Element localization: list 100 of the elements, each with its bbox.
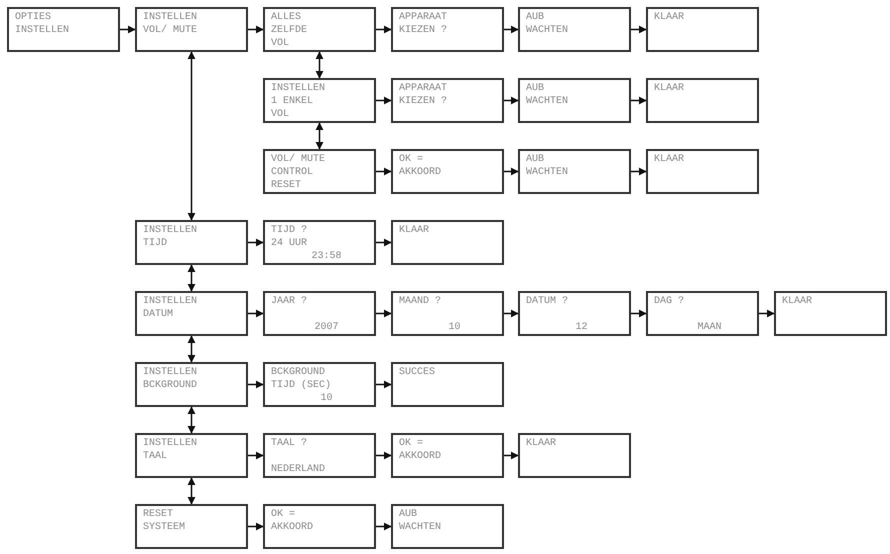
screen-text: WACHTEN [526,166,570,179]
screen-text: KLAAR [526,437,558,450]
screen-text: 2007 [313,321,340,334]
screen-box [518,291,631,336]
arrow [376,26,392,34]
arrow [188,51,196,221]
screen-text: 10 [319,392,334,405]
screen-text: TAAL [143,450,168,463]
screen-text: ALLES [271,11,302,24]
screen-text: TIJD [143,237,168,250]
screen-box [391,433,504,478]
arrow [376,310,392,318]
arrow [248,26,264,34]
screen-text: KLAAR [782,295,814,308]
screen-box [263,362,376,407]
arrow [631,26,647,34]
screen-text: KIEZEN ? [399,24,448,37]
screen-box [263,220,376,265]
screen-text: KIEZEN ? [399,95,448,108]
arrow [120,26,136,34]
screen-text: INSTELLEN [143,437,198,450]
arrow [188,335,196,363]
arrow [504,96,519,104]
screen-text: AUB [526,11,546,24]
screen-box [518,149,631,194]
screen-text: DATUM ? [526,295,570,308]
screen-text: 23:58 [310,250,342,263]
screen-text: OK = [399,437,424,450]
screen-box [135,220,248,265]
screen-box [135,433,248,478]
screen-box [135,291,248,336]
arrow [188,406,196,434]
arrow [188,477,196,505]
screen-text: OPTIES [15,11,52,24]
screen-text: 12 [574,321,588,334]
arrow [188,264,196,292]
arrow [504,26,519,34]
screen-text: INSTELLEN [15,24,70,37]
screen-text: MAAN [696,321,722,334]
arrow [631,310,647,318]
screen-text: INSTELLEN [143,366,198,379]
screen-text: KLAAR [654,11,686,24]
screen-box [518,7,631,52]
screen-box [646,7,759,52]
screen-box [646,149,759,194]
screen-text: INSTELLEN [271,82,326,95]
screen-text: OK = [399,153,424,166]
screen-box [7,7,120,52]
screen-text: 24 UUR [271,237,308,250]
screen-text: KLAAR [399,224,430,237]
screen-text: APPARAAT [399,82,448,95]
screen-box [263,7,376,52]
screen-text: APPARAAT [399,11,448,24]
screen-box [391,149,504,194]
arrow [376,238,392,246]
screen-box [518,433,631,478]
screen-text: KLAAR [654,153,686,166]
screen-box [391,78,504,123]
screen-box [646,291,759,336]
screen-text: DAG ? [654,295,686,308]
screen-text: 1 ENKEL [271,95,314,108]
screen-text: WACHTEN [526,24,570,37]
screen-box [263,504,376,549]
screen-text: RESET [143,508,174,521]
screen-text: VOL [271,37,290,50]
screen-box [263,291,376,336]
screen-text: INSTELLEN [143,224,198,237]
screen-text: MAAND ? [399,295,442,308]
screen-text: SUCCES [399,366,436,379]
screen-text: ZELFDE [271,24,308,37]
screen-text: WACHTEN [526,95,570,108]
arrow [504,168,519,176]
arrow [248,452,264,460]
arrow [376,452,392,460]
arrow [504,310,519,318]
screen-box [135,504,248,549]
screen-box [391,220,504,265]
screen-box [263,433,376,478]
screen-text: AUB [526,82,546,95]
screen-box [135,362,248,407]
screen-text: VOL/ MUTE [143,24,198,37]
arrow [504,452,519,460]
screen-text: AUB [399,508,418,521]
screen-box [263,78,376,123]
screen-box [391,362,504,407]
arrow [316,51,324,79]
arrow [631,96,647,104]
screen-box [774,291,887,336]
screen-box [518,78,631,123]
screen-text: BCKGROUND [143,379,198,392]
screen-text: NEDERLAND [271,463,326,476]
arrow [248,522,264,530]
screen-text: TAAL ? [271,437,308,450]
screen-text: OK = [271,508,296,521]
screen-text: TIJD ? [271,224,308,237]
screen-text: AUB [526,153,546,166]
arrow [376,380,392,388]
arrow [316,122,324,150]
arrow [248,238,264,246]
screen-text: RESET [271,179,302,192]
